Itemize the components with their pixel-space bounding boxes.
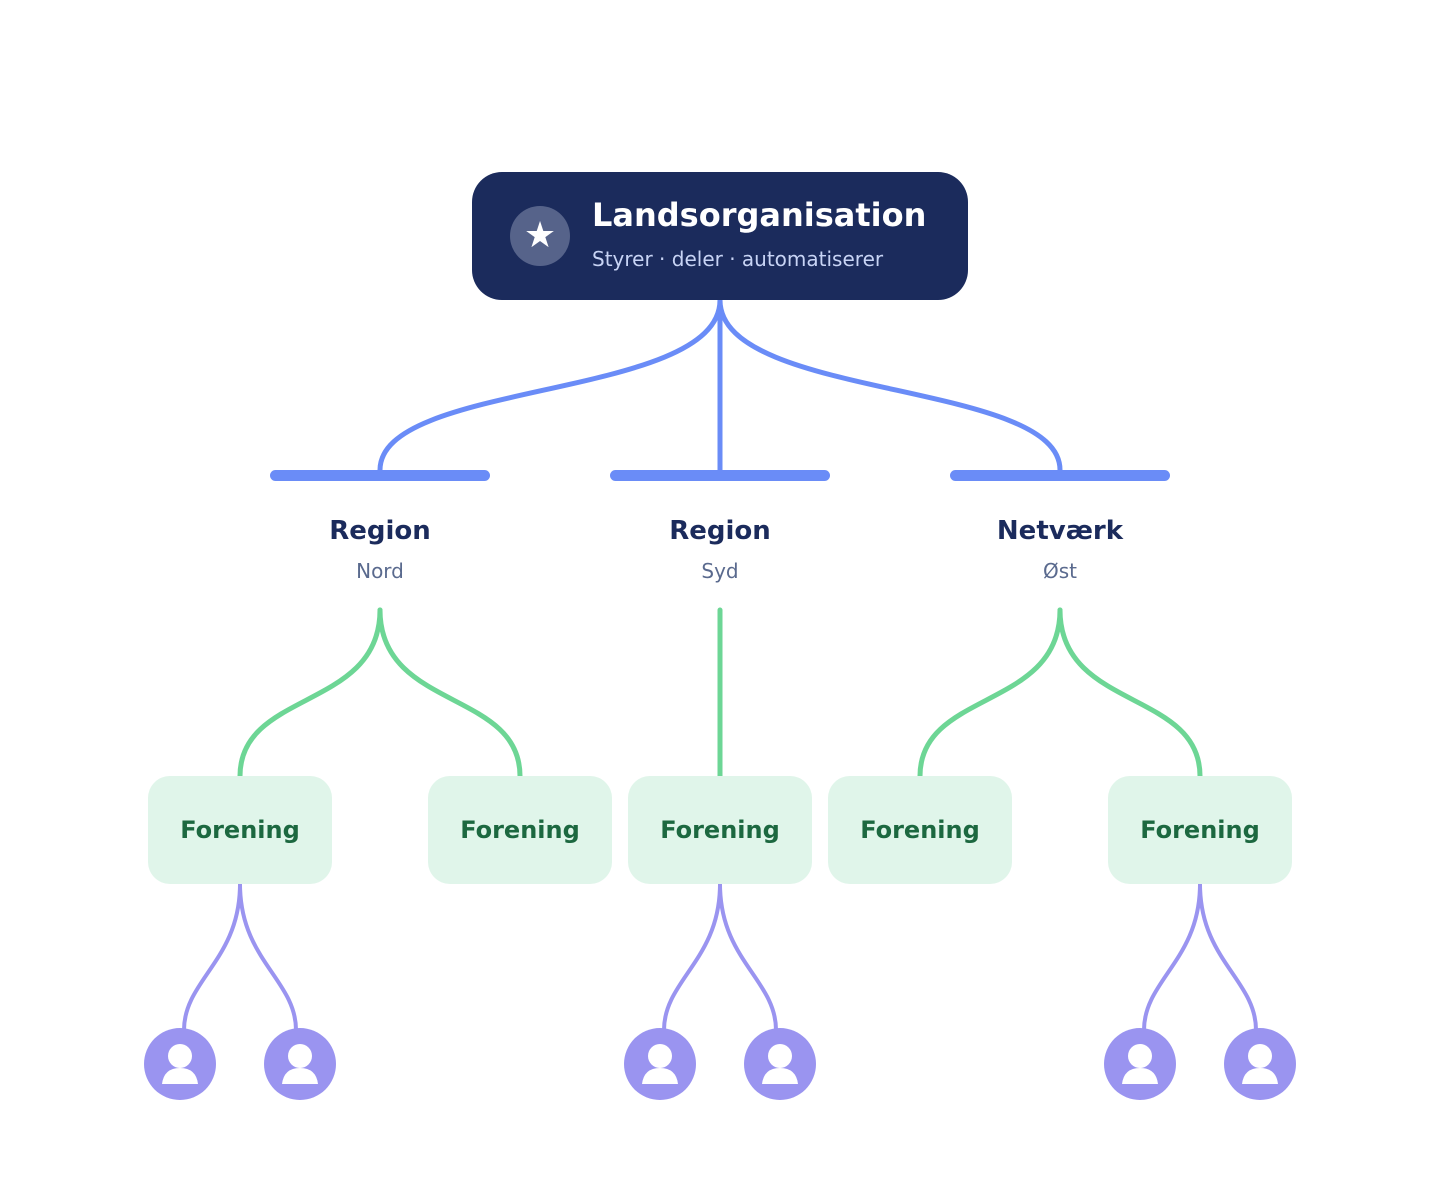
edge-region-association: [377, 607, 523, 779]
edge-root-region: [717, 297, 1063, 473]
association-node[interactable]: Forening: [428, 776, 612, 884]
edge-association-member: [1142, 882, 1202, 1032]
region-title: Region: [669, 516, 771, 546]
edge-association-member: [662, 882, 722, 1032]
association-label: Forening: [1140, 816, 1260, 844]
association-node[interactable]: Forening: [828, 776, 1012, 884]
association-label: Forening: [180, 816, 300, 844]
root-title: Landsorganisation: [592, 196, 927, 234]
association-node[interactable]: Forening: [148, 776, 332, 884]
region-bar: [610, 470, 830, 481]
region-title: Region: [329, 516, 431, 546]
edge-region-association: [237, 607, 383, 779]
user-icon: [1122, 1044, 1158, 1084]
user-icon: [642, 1044, 678, 1084]
region-bar: [950, 470, 1170, 481]
edge-association-member: [182, 882, 242, 1032]
star-icon: ★: [510, 206, 570, 266]
member-node[interactable]: [1224, 1028, 1296, 1100]
region-title: Netværk: [996, 516, 1124, 546]
edge-region-association: [1057, 607, 1203, 779]
user-icon: [162, 1044, 198, 1084]
region-bar: [270, 470, 490, 481]
user-icon: [282, 1044, 318, 1084]
root-node[interactable]: ★ Landsorganisation Styrer · deler · aut…: [472, 172, 968, 300]
edge-association-member: [238, 882, 298, 1032]
region-subtitle: Nord: [356, 559, 404, 583]
region-subtitle: Syd: [701, 559, 739, 583]
edge-association-member: [718, 882, 778, 1032]
member-node[interactable]: [144, 1028, 216, 1100]
association-label: Forening: [660, 816, 780, 844]
user-icon: [762, 1044, 798, 1084]
association-label: Forening: [460, 816, 580, 844]
member-node[interactable]: [264, 1028, 336, 1100]
member-node[interactable]: [1104, 1028, 1176, 1100]
edge-association-member: [1198, 882, 1258, 1032]
association-node[interactable]: Forening: [1108, 776, 1292, 884]
edge-root-region: [377, 297, 723, 473]
member-node[interactable]: [624, 1028, 696, 1100]
root-subtitle: Styrer · deler · automatiserer: [592, 247, 884, 271]
edge-region-association: [917, 607, 1063, 779]
association-node[interactable]: Forening: [628, 776, 812, 884]
region-subtitle: Øst: [1042, 559, 1077, 583]
association-label: Forening: [860, 816, 980, 844]
user-icon: [1242, 1044, 1278, 1084]
member-node[interactable]: [744, 1028, 816, 1100]
